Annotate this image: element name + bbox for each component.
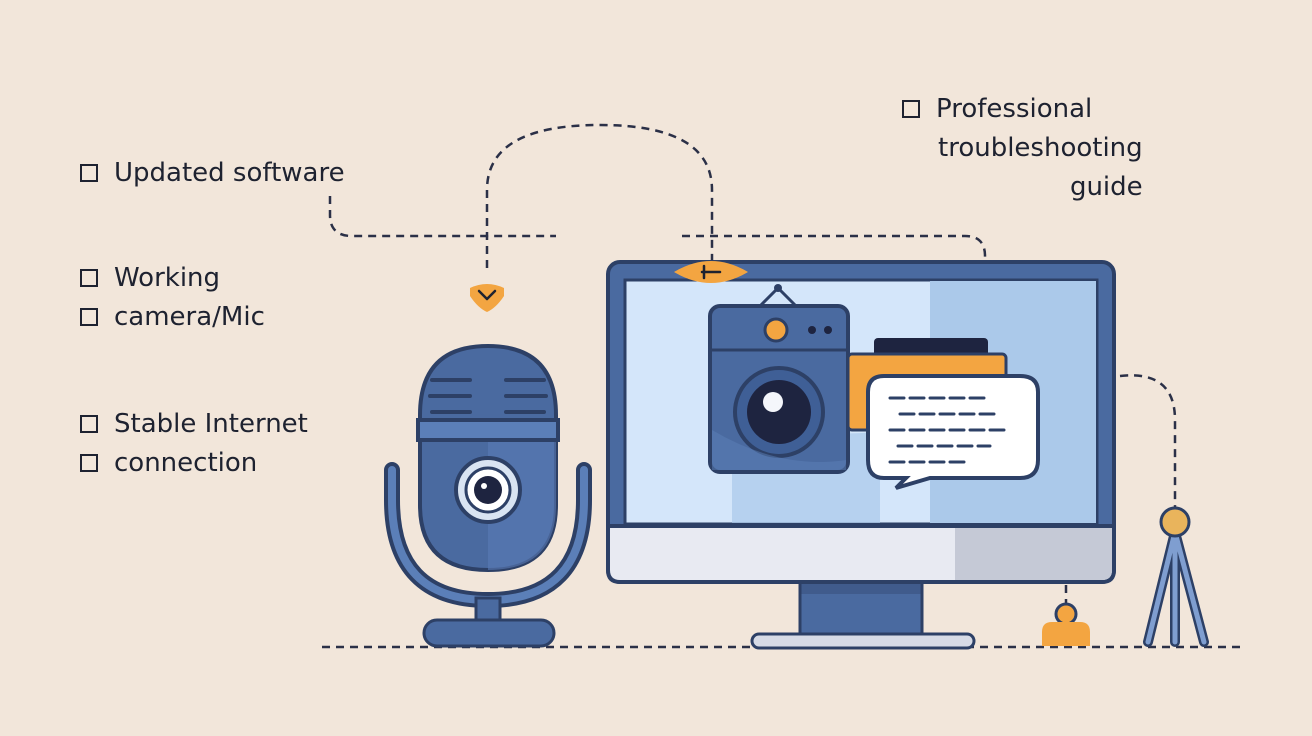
checkbox-working[interactable] [80, 269, 98, 287]
title-line-3: guide [1069, 172, 1143, 202]
chat-bubble-icon [846, 338, 1040, 490]
webcam-icon [708, 284, 850, 474]
title-line-1: Professional [936, 94, 1093, 124]
checklist-label-connection: connection [114, 448, 258, 478]
checkbox-connection[interactable] [80, 454, 98, 472]
dashed-connectors [322, 123, 1240, 649]
microphone-icon [384, 343, 592, 648]
checkbox-title[interactable] [902, 100, 920, 118]
checklist-label-software: Updated software [114, 158, 345, 188]
checklist-label-camera-mic: camera/Mic [114, 302, 265, 332]
chevron-down-icon [470, 284, 504, 312]
checklist-item-software: Updated software [80, 154, 345, 193]
tripod-icon [1143, 506, 1209, 647]
checklist-label-working: Working [114, 263, 221, 293]
checkbox-software[interactable] [80, 164, 98, 182]
tag-icon [673, 261, 749, 283]
checklist-label-stable: Stable Internet [114, 409, 308, 439]
checkbox-stable[interactable] [80, 415, 98, 433]
title-line-2: troubleshooting [938, 133, 1143, 163]
title-block: Professional troubleshooting guide [902, 90, 1143, 207]
checklist-item-camera-mic: Working camera/Mic [80, 259, 265, 337]
checkbox-camera-mic[interactable] [80, 308, 98, 326]
padlock-icon [1042, 602, 1090, 646]
checklist-item-internet: Stable Internet connection [80, 405, 308, 483]
